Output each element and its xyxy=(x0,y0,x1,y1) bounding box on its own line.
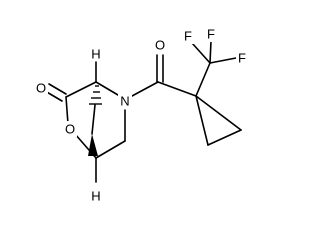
atom-labels: O O N H H O F F F xyxy=(34,26,248,203)
bond-lactone-carbonyl-2 xyxy=(48,83,67,95)
atom-lactone-carbonyl-oxygen: O xyxy=(36,80,46,95)
atom-nitrogen: N xyxy=(120,93,129,108)
bond-cyclopropane-1 xyxy=(195,95,242,131)
hashed-bond-upper xyxy=(89,85,102,105)
chemical-structure: O O N H H O F F F xyxy=(34,26,248,203)
wedge-bond-lower xyxy=(88,134,98,156)
bond-cf3-to-f-left xyxy=(191,42,211,64)
bond-cf3-to-f-center xyxy=(209,40,212,64)
bond-amide-carbon-to-cyclopropyl xyxy=(157,81,197,97)
bond-bridge-methylene xyxy=(91,104,96,135)
atom-fluorine-right: F xyxy=(238,50,246,65)
bond-bridgehead-to-nitrogen xyxy=(95,81,119,96)
atom-fluorine-left: F xyxy=(184,28,192,43)
bond-bridgehead-to-ch2 xyxy=(95,140,126,159)
atom-amide-oxygen: O xyxy=(155,37,165,52)
atom-hydrogen-bottom: H xyxy=(91,188,100,203)
bond-cyclopropane-3 xyxy=(207,129,242,146)
atom-ring-oxygen: O xyxy=(65,121,75,136)
bond-carbonyl-to-bridgehead xyxy=(65,81,97,98)
bond-cyclopropyl-to-cf3 xyxy=(195,62,211,97)
bond-nitrogen-to-amide-carbon xyxy=(131,81,159,97)
bonds xyxy=(44,40,242,183)
bond-cyclopropane-2 xyxy=(195,95,209,146)
stereo-bonds xyxy=(88,85,102,156)
atom-hydrogen-top: H xyxy=(91,46,100,61)
bond-cf3-to-f-right xyxy=(209,57,237,64)
bond-carbonyl-to-ring-oxygen xyxy=(65,96,69,125)
atom-fluorine-center: F xyxy=(207,26,215,41)
